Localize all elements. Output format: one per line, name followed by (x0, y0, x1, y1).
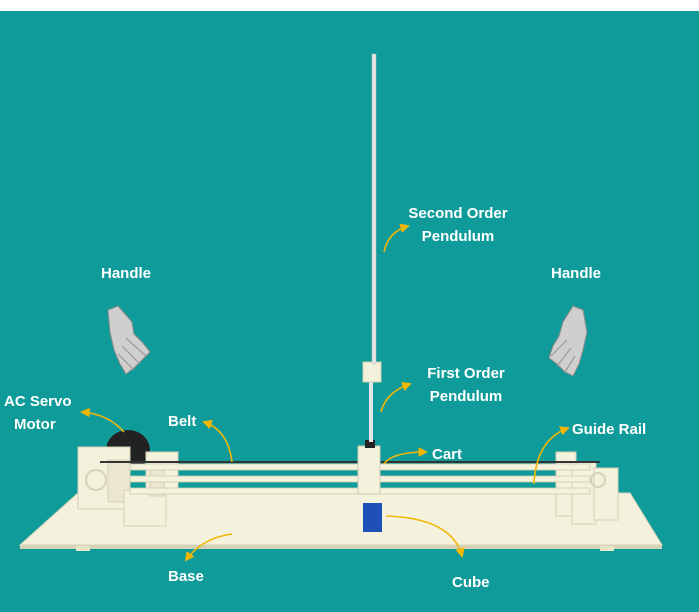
belt-and-rails (100, 461, 600, 495)
label-motor-line1: AC Servo (4, 393, 72, 410)
label-cube: Cube (452, 574, 490, 591)
label-second-order-line1: Second Order (408, 205, 507, 222)
left-rail-support (123, 451, 179, 527)
hand-icon (107, 305, 151, 375)
label-first-order-line2: Pendulum (430, 388, 503, 405)
cart (357, 440, 381, 495)
label-belt: Belt (168, 413, 196, 430)
label-handle-left: Handle (101, 265, 151, 282)
hand-icon (548, 305, 588, 377)
label-guide-rail: Guide Rail (572, 421, 646, 438)
servo-motor (77, 430, 150, 510)
base-platform (18, 492, 663, 551)
label-handle-right: Handle (551, 265, 601, 282)
label-motor-line2: Motor (14, 416, 56, 433)
callout-arrows (80, 223, 570, 562)
pendulums (362, 53, 382, 442)
label-second-order-line2: Pendulum (422, 228, 495, 245)
cube (363, 503, 382, 532)
label-first-order-line1: First Order (427, 365, 505, 382)
label-base: Base (168, 568, 204, 585)
label-cart: Cart (432, 446, 462, 463)
